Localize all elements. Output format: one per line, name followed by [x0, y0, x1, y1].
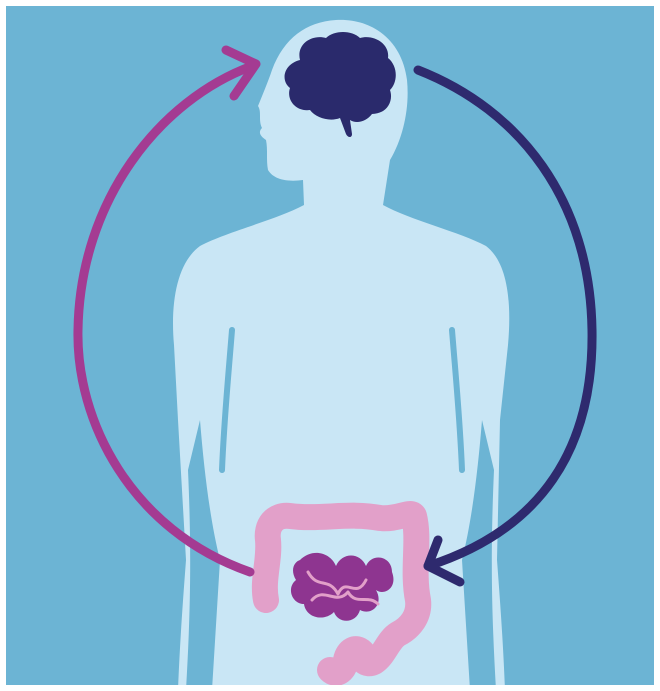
diagram-svg: [0, 0, 660, 691]
gut-brain-axis-diagram: [0, 0, 660, 691]
